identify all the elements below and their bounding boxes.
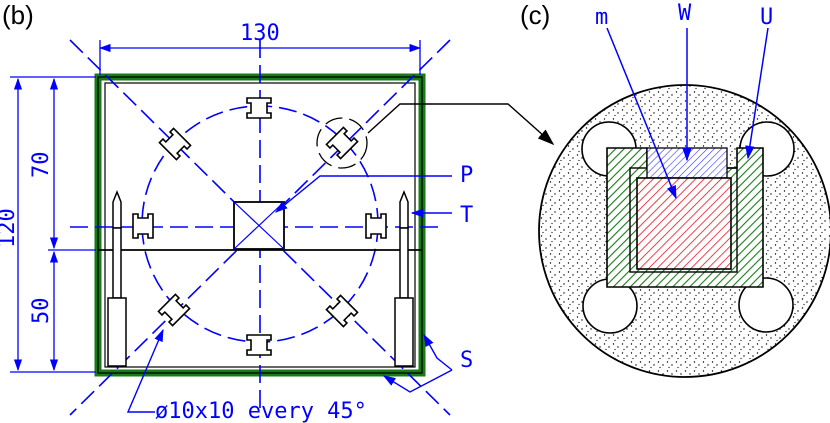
hole-bottom-left [157,293,191,327]
right-pin-rod [394,189,414,367]
leader-m: m [595,5,677,200]
hole-spec-text: ø10x10 every 45° [155,399,367,423]
detail-leader [367,103,555,146]
hole-top [246,97,272,119]
hole-annotation: ø10x10 every 45° [126,328,367,423]
leader-u: U [745,5,773,160]
label-p: P [460,163,473,188]
leader-t: T [410,203,473,228]
label-w: W [678,1,692,26]
corner-hole-br [738,277,794,333]
hole-bottom [246,334,272,356]
label-u: U [760,5,773,30]
dim-total-label: 120 [0,208,20,248]
label-t: T [460,203,473,228]
panel-label-c: (c) [520,0,550,30]
sample-m [636,177,732,270]
leader-s: S [382,333,473,393]
panel-label-b: (b) [2,0,34,30]
label-s: S [460,348,473,373]
center-block-p [233,201,285,250]
hole-bottom-right [325,294,359,328]
dim-upper-label: 70 [29,152,54,179]
dim-width: 130 [98,21,422,75]
dim-heights: 120 70 50 [0,76,96,373]
hole-group [132,97,387,356]
left-pin-rod [107,189,127,367]
leader-p: P [275,163,473,213]
panel-b: (b) [0,0,555,423]
hole-top-left [158,127,192,161]
dim-lower-label: 50 [29,298,54,325]
panel-c: (c) m W U [520,0,830,378]
hole-top-right [325,126,359,160]
detail-circle [316,117,368,169]
dim-width-label: 130 [240,21,280,46]
leader-w: W [678,1,692,162]
label-m: m [595,5,608,30]
hole-left [132,213,154,239]
hole-right [365,213,387,239]
